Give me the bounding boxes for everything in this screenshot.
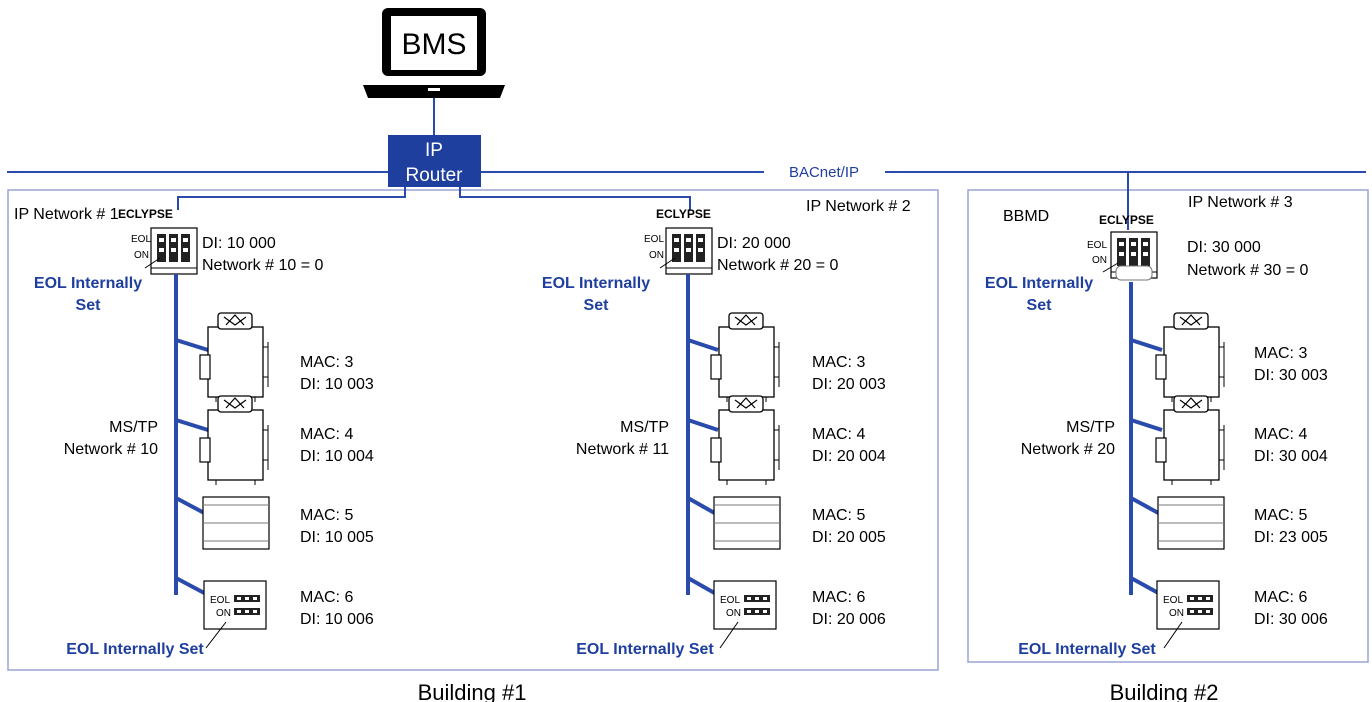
building-1-panel (7, 189, 939, 671)
device-on-label: ON (1169, 608, 1184, 619)
device-di: DI: 20 005 (812, 529, 886, 546)
device-di: DI: 10 003 (300, 376, 374, 393)
device-controller-icon (1155, 312, 1225, 403)
device-mac: MAC: 4 (1254, 426, 1307, 443)
device-module-icon (202, 496, 270, 550)
device-eol-label: EOL (210, 595, 230, 606)
eclypse-brand: ECLYPSE (656, 207, 711, 221)
device-di: DI: 10 005 (300, 529, 374, 546)
ip-network-label: IP Network # 3 (1188, 194, 1293, 211)
eol-note-line2: Set (584, 297, 610, 314)
mstp-bus (686, 274, 719, 597)
eclypse-brand: ECLYPSE (1099, 213, 1154, 227)
device-mac: MAC: 5 (812, 507, 865, 524)
eclypse-eol-label: EOL (1087, 240, 1107, 251)
eclypse-brand: ECLYPSE (118, 207, 173, 221)
eol-note-line1: EOL Internally (542, 275, 650, 292)
eclypse-on-label: ON (134, 250, 149, 261)
device-di: DI: 10 006 (300, 611, 374, 628)
device-mac: MAC: 5 (300, 507, 353, 524)
building-2-panel (967, 189, 1369, 663)
network-2-group: IP Network # 2 ECLYPSE EOL ON DI: 20 000… (542, 198, 911, 658)
eclypse-network: Network # 20 = 0 (717, 257, 839, 274)
network-1-group: IP Network # 1 ECLYPSE EOL ON DI: 10 000… (14, 206, 374, 658)
device-di: DI: 20 004 (812, 448, 886, 465)
eol-note-line2: Set (1027, 297, 1053, 314)
eol-note-line1: EOL Internally (34, 275, 142, 292)
device-mac: MAC: 6 (1254, 589, 1307, 606)
device-on-label: ON (216, 608, 231, 619)
device-module-icon (713, 496, 781, 550)
router-label-line1: IP (425, 140, 443, 161)
eclypse-controller-icon (150, 227, 198, 275)
mstp-label-line1: MS/TP (109, 419, 158, 436)
device-di: DI: 20 006 (812, 611, 886, 628)
device-mac: MAC: 6 (300, 589, 353, 606)
ip-network-label: IP Network # 1 (14, 206, 119, 223)
eclypse-controller-icon (665, 227, 713, 275)
eol-bottom-note: EOL Internally Set (66, 641, 204, 658)
eclypse-network: Network # 30 = 0 (1187, 262, 1309, 279)
building-1-label: Building #1 (418, 680, 527, 702)
device-mac: MAC: 3 (300, 354, 353, 371)
eclypse-on-label: ON (649, 250, 664, 261)
device-controller-icon (1155, 395, 1225, 486)
backbone-label: BACnet/IP (789, 164, 859, 181)
eol-bottom-note: EOL Internally Set (1018, 641, 1156, 658)
eclypse-on-label: ON (1092, 255, 1107, 266)
mstp-label-line2: Network # 10 (64, 441, 158, 458)
device-controller-icon (710, 395, 780, 486)
bms-laptop-icon: BMS (363, 8, 505, 98)
device-di: DI: 23 005 (1254, 529, 1328, 546)
mstp-bus (1129, 282, 1163, 597)
eol-note-line2: Set (76, 297, 102, 314)
eclypse-di: DI: 30 000 (1187, 239, 1261, 256)
building-2-label: Building #2 (1110, 680, 1219, 702)
device-on-label: ON (726, 608, 741, 619)
device-mac: MAC: 3 (812, 354, 865, 371)
device-mac: MAC: 4 (812, 426, 865, 443)
eclypse-eol-label: EOL (131, 234, 151, 245)
device-di: DI: 30 004 (1254, 448, 1328, 465)
mstp-label-line2: Network # 20 (1021, 441, 1115, 458)
device-mac: MAC: 5 (1254, 507, 1307, 524)
device-eol-label: EOL (1163, 595, 1183, 606)
mstp-label-line1: MS/TP (1066, 419, 1115, 436)
mstp-label-line2: Network # 11 (576, 441, 669, 458)
ip-router: IP Router (388, 135, 481, 187)
network-3-group: IP Network # 3 BBMD ECLYPSE EOL ON DI: 3… (985, 194, 1328, 658)
device-mac: MAC: 3 (1254, 345, 1307, 362)
device-di: DI: 30 003 (1254, 367, 1328, 384)
eclypse-di: DI: 20 000 (717, 235, 791, 252)
bbmd-label: BBMD (1003, 208, 1049, 225)
device-module-icon (1157, 496, 1225, 550)
device-controller-icon (199, 312, 269, 403)
ip-network-label: IP Network # 2 (806, 198, 911, 215)
device-eol-label: EOL (720, 595, 740, 606)
device-mac: MAC: 4 (300, 426, 353, 443)
device-controller-icon (710, 312, 780, 403)
eclypse-eol-label: EOL (644, 234, 664, 245)
device-di: DI: 10 004 (300, 448, 374, 465)
eclypse-network: Network # 10 = 0 (202, 257, 324, 274)
bacnet-ip-backbone: BACnet/IP (7, 164, 1366, 181)
eclypse-di: DI: 10 000 (202, 235, 276, 252)
device-di: DI: 30 006 (1254, 611, 1328, 628)
router-label-line2: Router (405, 165, 463, 186)
device-controller-icon (199, 395, 269, 486)
device-mac: MAC: 6 (812, 589, 865, 606)
mstp-bus (174, 274, 209, 597)
mstp-label-line1: MS/TP (620, 419, 669, 436)
eol-note-line1: EOL Internally (985, 275, 1093, 292)
bms-label: BMS (401, 28, 466, 61)
device-di: DI: 20 003 (812, 376, 886, 393)
eol-bottom-note: EOL Internally Set (576, 641, 714, 658)
